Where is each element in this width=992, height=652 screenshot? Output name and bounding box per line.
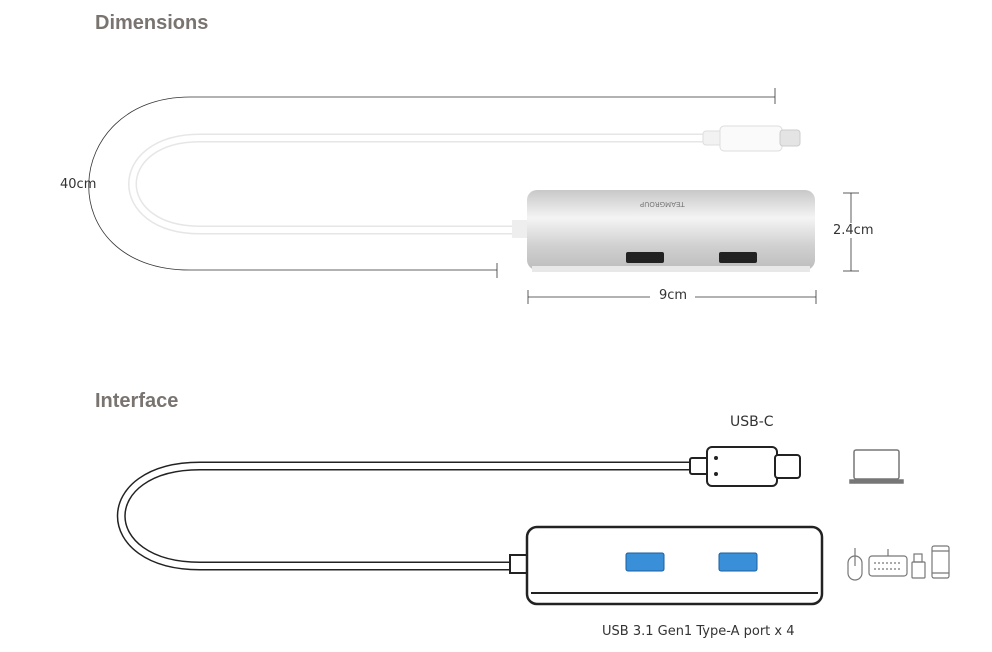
usb-c-label: USB-C: [730, 414, 774, 430]
laptop-icon: [849, 449, 904, 484]
hub-photo: TEAMGROUP: [512, 190, 815, 272]
usb-drive-icon: [911, 553, 926, 579]
dimensions-heading: Dimensions: [95, 12, 209, 34]
teamgroup-logo: TEAMGROUP: [640, 200, 686, 208]
cable-length-label: 40cm: [60, 177, 97, 192]
keyboard-icon: [868, 549, 908, 577]
mouse-icon: [847, 548, 863, 581]
cable-length-dimension-line: [88, 88, 776, 278]
cable-outline: [116, 461, 692, 571]
usb-port-blue: [625, 552, 665, 572]
width-label: 9cm: [659, 288, 688, 303]
hub-outline: [509, 525, 824, 606]
usb-port-blue: [718, 552, 758, 572]
smartphone-icon: [931, 545, 950, 579]
usb-c-connector-outline: [689, 446, 801, 487]
usb-c-connector-photo: [702, 125, 801, 152]
usb-port: [626, 252, 664, 263]
interface-heading: Interface: [95, 390, 179, 412]
usb-port: [719, 252, 757, 263]
ports-label: USB 3.1 Gen1 Type-A port x 4: [602, 624, 795, 639]
height-label: 2.4cm: [833, 223, 874, 238]
